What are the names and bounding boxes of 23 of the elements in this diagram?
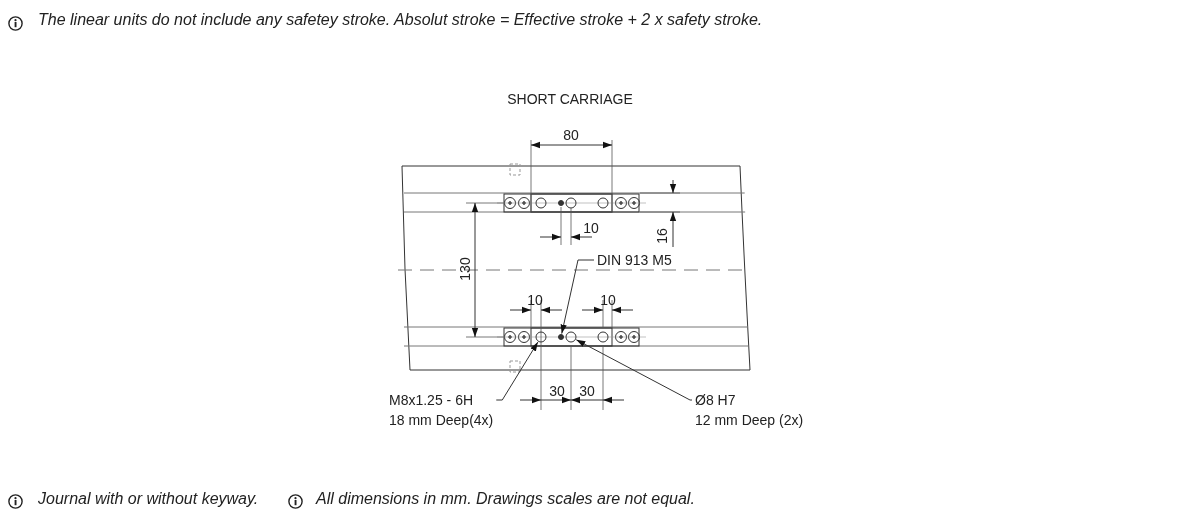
dimension-value: 10 bbox=[583, 220, 599, 236]
set-screw-dot bbox=[558, 334, 564, 340]
callout-text: DIN 913 M5 bbox=[597, 251, 672, 269]
hole bbox=[565, 331, 577, 343]
dimension-value: 80 bbox=[563, 127, 579, 143]
note-text: All dimensions in mm. Drawings scales are not equal. bbox=[316, 491, 695, 507]
callout-text: 12 mm Deep (2x) bbox=[695, 411, 804, 430]
callout-text: M8x1.25 - 6H bbox=[389, 391, 475, 410]
leader-line bbox=[560, 259, 595, 335]
note-text: The linear units do not include any safetey stroke. Absolut stroke = Effective stroke + 2 x safety stroke. bbox=[38, 12, 763, 28]
dimension-value: 30 bbox=[579, 383, 595, 399]
dimension-value: 10 bbox=[527, 292, 543, 308]
dimension-value: 130 bbox=[457, 257, 473, 281]
leader-line bbox=[495, 341, 539, 401]
callout-text: 18 mm Deep(4x) bbox=[389, 411, 494, 430]
dimension-value: 30 bbox=[549, 383, 565, 399]
note-text: Journal with or without keyway. bbox=[38, 491, 259, 507]
callout-text: Ø8 H7 bbox=[695, 391, 737, 410]
drawing-title: SHORT CARRIAGE bbox=[507, 91, 633, 107]
dimension-value: 10 bbox=[600, 292, 616, 308]
hole bbox=[535, 331, 547, 343]
dimension-value: 16 bbox=[654, 228, 670, 244]
leader-line bbox=[575, 339, 693, 401]
